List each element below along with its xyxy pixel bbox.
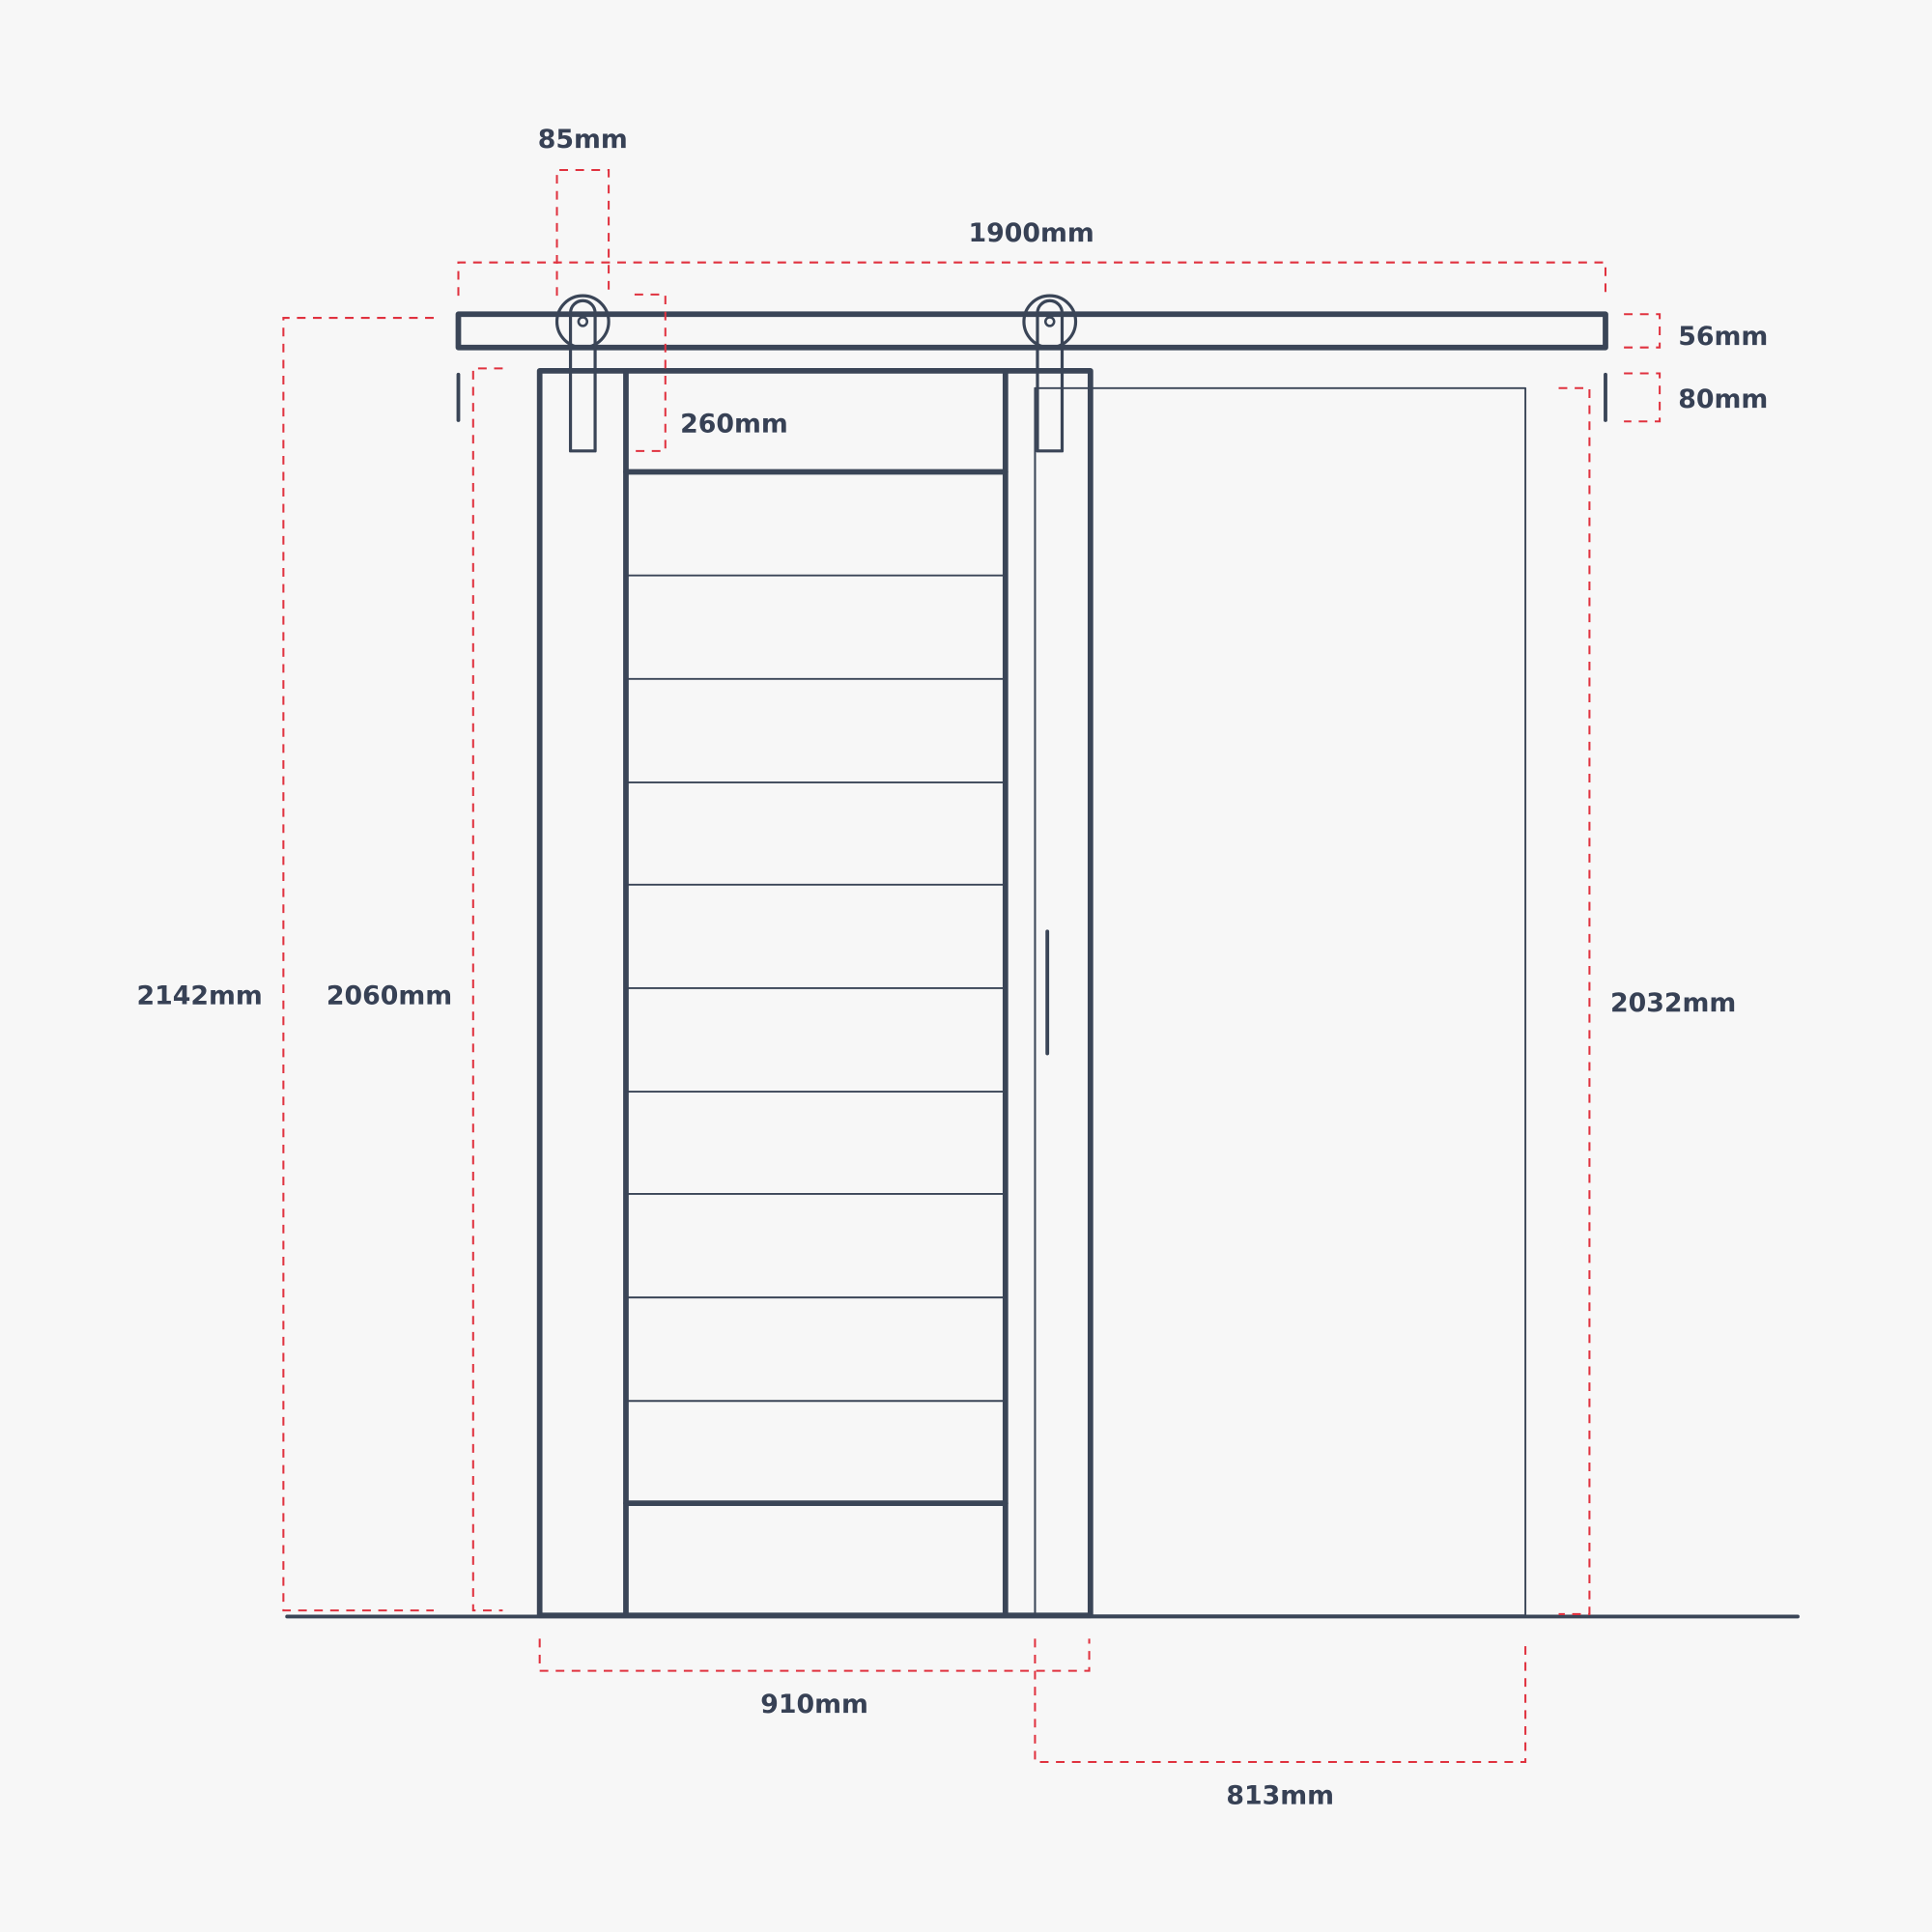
label-door-height: 2060mm: [327, 981, 452, 1011]
label-rail-length: 1900mm: [968, 218, 1094, 248]
label-rail-gap: 80mm: [1678, 384, 1768, 414]
door-panel: [536, 368, 1094, 1619]
roller-right: [1022, 294, 1078, 453]
label-door-width: 910mm: [760, 1690, 868, 1719]
label-hanger-height: 260mm: [680, 410, 788, 440]
label-rail-height: 56mm: [1678, 322, 1768, 352]
track-rail: [455, 311, 1608, 351]
label-opening-width: 813mm: [1226, 1780, 1334, 1810]
label-roller-width: 85mm: [538, 125, 628, 155]
label-opening-height: 2032mm: [1610, 988, 1736, 1018]
label-total-height: 2142mm: [136, 981, 262, 1011]
roller-left: [554, 294, 611, 453]
dimension-lines: [282, 168, 1662, 1763]
